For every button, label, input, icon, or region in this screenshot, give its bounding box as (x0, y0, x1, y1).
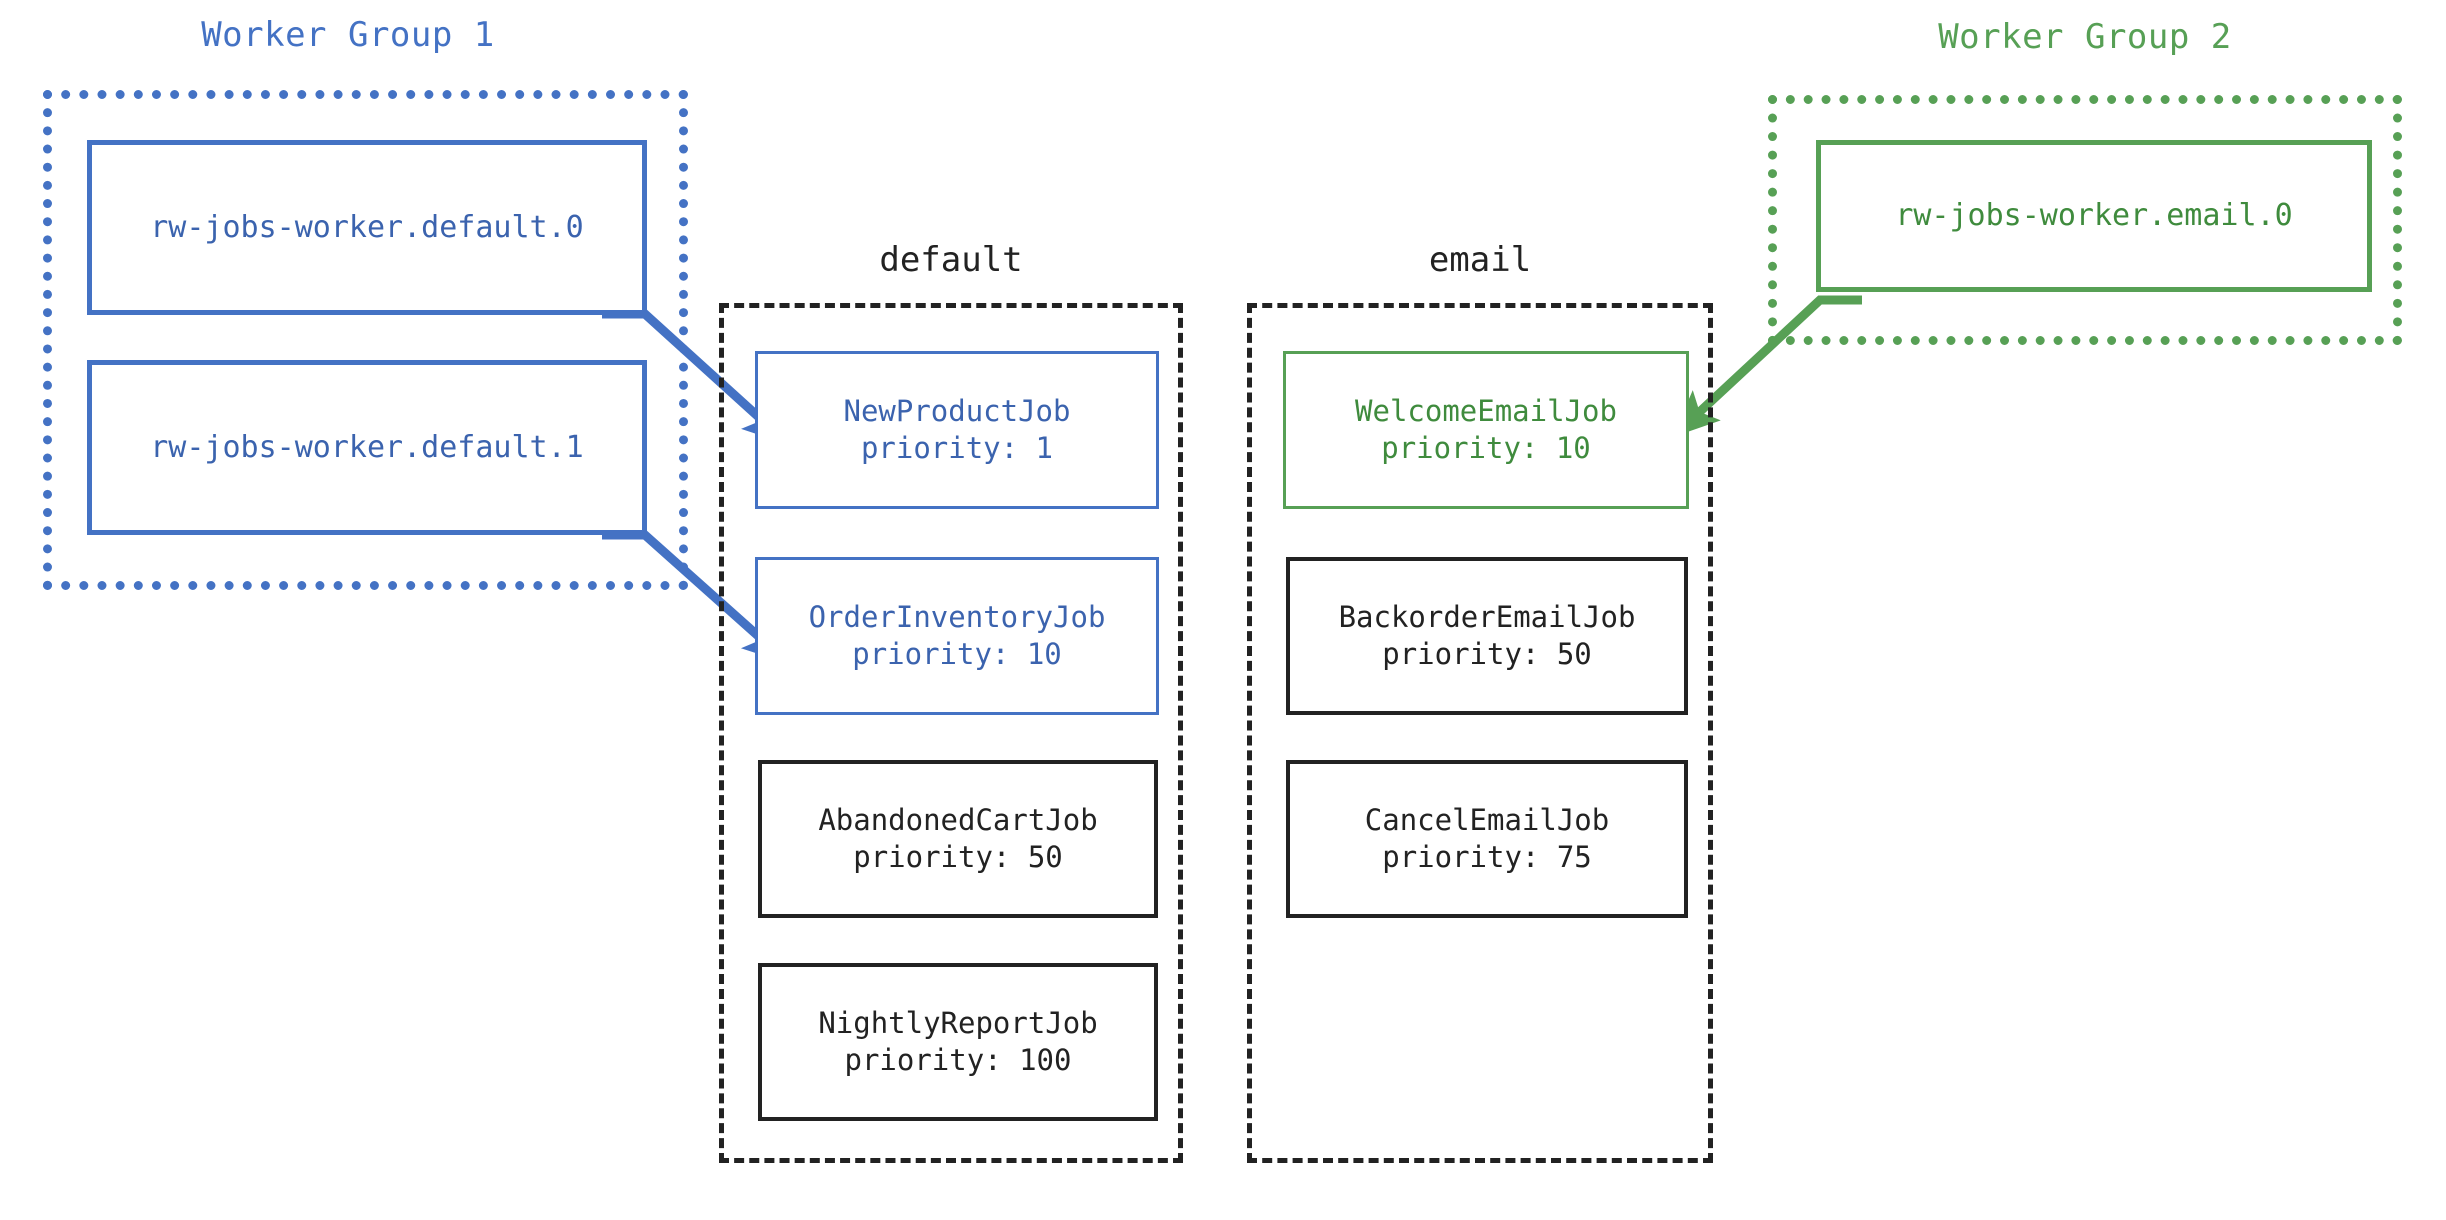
worker-node-default-1[interactable]: rw-jobs-worker.default.1 (87, 360, 647, 535)
job-card-abandonedcartjob-name: AbandonedCartJob (818, 802, 1098, 837)
queue-email-container (1247, 303, 1713, 1163)
worker-group-2-container (1768, 95, 2402, 345)
job-card-backorderemailjob-name: BackorderEmailJob (1338, 599, 1636, 634)
worker-node-email-0-label: rw-jobs-worker.email.0 (1895, 198, 2293, 234)
job-card-welcomeemailjob-name: WelcomeEmailJob (1355, 393, 1617, 428)
job-card-cancelemailjob-name: CancelEmailJob (1364, 802, 1610, 837)
worker-group-1-container (43, 90, 688, 590)
job-card-nightlyreportjob-priority: priority: 100 (844, 1043, 1072, 1077)
queue-email-title: email (1428, 240, 1532, 280)
job-card-orderinventoryjob-priority: priority: 10 (852, 637, 1062, 671)
job-card-backorderemailjob-priority: priority: 50 (1382, 637, 1592, 671)
worker-node-default-0[interactable]: rw-jobs-worker.default.0 (87, 140, 647, 315)
job-card-newproductjob-priority: priority: 1 (860, 431, 1054, 465)
queue-default-container (719, 303, 1183, 1163)
worker-node-default-0-label: rw-jobs-worker.default.0 (150, 209, 584, 245)
worker-node-default-1-label: rw-jobs-worker.default.1 (150, 429, 584, 465)
worker-node-email-0[interactable]: rw-jobs-worker.email.0 (1816, 140, 2372, 292)
worker-group-1-title: Worker Group 1 (201, 15, 495, 55)
job-card-nightlyreportjob-name: NightlyReportJob (818, 1005, 1098, 1040)
job-card-abandonedcartjob-priority: priority: 50 (853, 840, 1063, 874)
queue-default-title: default (879, 240, 1023, 280)
worker-group-2-title: Worker Group 2 (1938, 17, 2232, 57)
job-card-newproductjob-name: NewProductJob (843, 393, 1071, 428)
job-card-orderinventoryjob-name: OrderInventoryJob (808, 599, 1106, 634)
job-card-welcomeemailjob-priority: priority: 10 (1381, 431, 1591, 465)
job-card-cancelemailjob-priority: priority: 75 (1382, 840, 1592, 874)
